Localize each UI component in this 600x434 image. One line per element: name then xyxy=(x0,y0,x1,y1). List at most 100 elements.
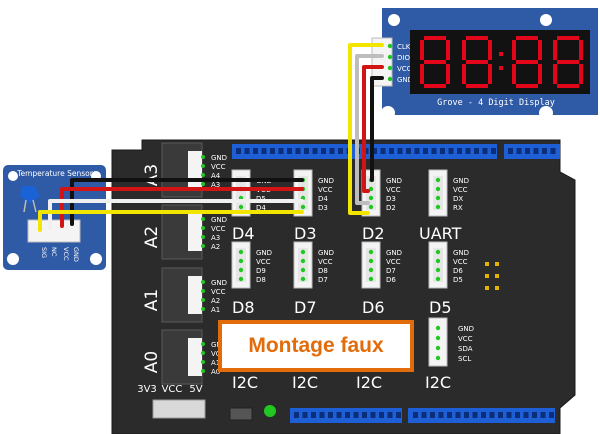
power-switch[interactable] xyxy=(152,399,206,419)
pin-label: A1 xyxy=(211,359,220,367)
analog-port-label: A1 xyxy=(142,289,162,311)
pin-label: D8 xyxy=(318,267,328,275)
digital-port-label: D8 xyxy=(232,298,255,317)
power-label: 3V3 xyxy=(137,384,157,395)
pin-label: GND xyxy=(453,177,469,185)
pin-label: A4 xyxy=(211,172,221,180)
digital-port-label: D7 xyxy=(294,298,317,317)
i2c-label: I2C xyxy=(292,373,318,392)
pin-label: VCC xyxy=(318,186,333,194)
pin-label: VCC xyxy=(318,258,333,266)
digital-port-label: D5 xyxy=(429,298,452,317)
pin-label: A0 xyxy=(211,368,220,376)
wire-gray-display xyxy=(355,54,384,205)
pin-label: GND xyxy=(256,249,272,257)
sensor-pin-label: GND xyxy=(72,247,80,262)
wire-black-display xyxy=(370,76,384,182)
i2c-label: I2C xyxy=(425,373,451,392)
pin-label: RX xyxy=(453,204,463,212)
display-pin-label: GND xyxy=(397,76,413,84)
pin-label: GND xyxy=(211,279,227,287)
power-label: 5V xyxy=(189,384,202,395)
pin-label: D3 xyxy=(318,204,328,212)
segment xyxy=(466,60,488,64)
digital-port-label: D4 xyxy=(232,224,255,243)
sensor-pin-label: NC xyxy=(50,247,58,257)
segment xyxy=(538,64,542,84)
pin-label: A3 xyxy=(211,181,220,189)
digital-port-label: UART xyxy=(419,224,462,243)
pin-label: A3 xyxy=(211,234,220,242)
reset-button[interactable] xyxy=(229,407,253,421)
sensor-pin-label: SIG xyxy=(40,247,48,258)
segment xyxy=(420,64,424,84)
segment xyxy=(466,36,488,40)
pin-label: VCC xyxy=(453,258,468,266)
pin-label: VCC xyxy=(453,186,468,194)
digit-2 xyxy=(462,36,492,88)
pin-label: D4 xyxy=(256,204,266,212)
digit-3 xyxy=(512,36,542,88)
pin-label: VCC xyxy=(386,186,401,194)
pin-label: GND xyxy=(211,216,227,224)
segment xyxy=(553,64,557,84)
top-header xyxy=(232,144,560,159)
analog-port-label: A0 xyxy=(142,351,162,373)
segment xyxy=(446,40,450,60)
pin-label: A2 xyxy=(211,243,220,251)
pin-label: GND xyxy=(458,325,474,333)
segment xyxy=(516,36,538,40)
display-pin-label: VCC xyxy=(397,65,412,73)
pin-label: D2 xyxy=(386,204,396,212)
segment xyxy=(446,64,450,84)
segment xyxy=(420,40,424,60)
pin-label: D6 xyxy=(386,276,396,284)
analog-port-label: A3 xyxy=(142,164,162,186)
pin-label: GND xyxy=(211,154,227,162)
pin-label: D7 xyxy=(386,267,396,275)
pin-label: GND xyxy=(386,177,402,185)
pin-label: SDA xyxy=(458,345,473,353)
pin-label: D3 xyxy=(386,195,396,203)
segment xyxy=(516,84,538,88)
display-pin-label: CLK xyxy=(397,43,411,51)
segment xyxy=(424,36,446,40)
i2c-port[interactable]: GND VCC SDA SCL xyxy=(428,317,474,367)
pin-label: D9 xyxy=(256,267,266,275)
colon-dot xyxy=(499,52,503,56)
pin-label: VCC xyxy=(211,163,226,171)
segment xyxy=(488,64,492,84)
colon-dot xyxy=(499,66,503,70)
segment xyxy=(579,40,583,60)
segment xyxy=(557,60,579,64)
pin-label: D8 xyxy=(256,276,266,284)
pin-label: VCC xyxy=(458,335,473,343)
pin-label: SCL xyxy=(458,355,471,363)
i2c-label: I2C xyxy=(232,373,258,392)
segment xyxy=(516,60,538,64)
pin-label: VCC xyxy=(211,225,226,233)
wire-white-sensor xyxy=(48,199,304,230)
pin-label: D5 xyxy=(453,276,463,284)
icsp-pins xyxy=(485,262,499,290)
wire-yellow-sensor xyxy=(38,210,304,232)
segment xyxy=(462,40,466,60)
digital-port-label: D3 xyxy=(294,224,317,243)
pin-label: D6 xyxy=(453,267,463,275)
display-module-name: Grove - 4 Digit Display xyxy=(437,98,555,108)
montage-note: Montage faux xyxy=(218,320,414,372)
pin-label: VCC xyxy=(211,288,226,296)
segment xyxy=(488,40,492,60)
segment xyxy=(553,40,557,60)
bottom-header xyxy=(290,408,555,423)
